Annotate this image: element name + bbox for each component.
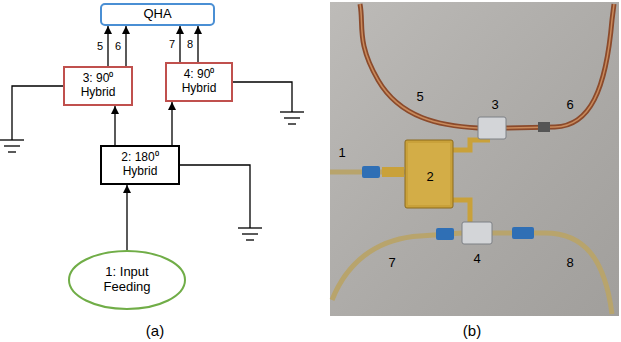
ground-wire xyxy=(180,165,250,228)
ground-symbol xyxy=(8,151,16,152)
ground-symbol xyxy=(238,227,262,228)
ground-wire xyxy=(233,82,292,112)
callout-number: 5 xyxy=(416,90,423,103)
port-number: 8 xyxy=(186,39,194,50)
cable xyxy=(360,4,478,128)
signal-arrow xyxy=(126,185,127,250)
callout-number: 6 xyxy=(566,98,573,111)
panel-caption: (b) xyxy=(463,323,481,338)
ground-wire xyxy=(12,86,63,140)
connector-sleeve xyxy=(436,228,454,240)
node-text: 2: 180⁰ Hybrid xyxy=(112,151,168,179)
ground-symbol xyxy=(280,111,304,112)
cable xyxy=(505,4,614,128)
antenna-box: QHA xyxy=(100,3,215,26)
hybrid-box: 3: 90⁰ Hybrid xyxy=(63,66,133,106)
ellipse-outline xyxy=(69,251,185,309)
node-text: 4: 90⁰ Hybrid xyxy=(175,68,223,96)
callout-number: 4 xyxy=(473,252,480,265)
ground-symbol xyxy=(4,145,20,146)
callout-number: 8 xyxy=(566,256,573,269)
cable xyxy=(492,233,612,314)
connector-sleeve xyxy=(362,166,380,178)
callout-number: 1 xyxy=(338,146,345,159)
signal-arrow xyxy=(171,102,172,145)
photo-shading xyxy=(330,2,619,316)
ground-symbol xyxy=(288,123,296,124)
hybrid-box: 4: 90⁰ Hybrid xyxy=(165,62,233,102)
panel-caption: (a) xyxy=(146,323,164,338)
signal-arrow xyxy=(107,26,108,66)
signal-arrow xyxy=(125,26,126,66)
connector-sleeve xyxy=(512,227,534,239)
signal-arrow xyxy=(179,26,180,62)
connector-sleeve xyxy=(538,122,550,132)
hybrid-180-block xyxy=(405,140,453,208)
callout-number: 2 xyxy=(426,170,433,183)
ground-symbol xyxy=(246,239,254,240)
cable xyxy=(332,233,462,300)
ground-wires xyxy=(0,82,304,240)
signal-arrow xyxy=(114,106,115,145)
rigid-link xyxy=(450,140,490,150)
callout-number: 7 xyxy=(388,256,395,269)
node-text: 3: 90⁰ Hybrid xyxy=(74,72,122,100)
photo-background xyxy=(330,2,619,316)
input-ellipse: 1: Input Feeding xyxy=(68,250,186,310)
callout-number: 3 xyxy=(491,98,498,111)
hybrid-90-box xyxy=(478,117,506,139)
block-face xyxy=(408,143,450,205)
hybrid-box: 2: 180⁰ Hybrid xyxy=(100,145,180,185)
signal-arrow xyxy=(197,26,198,62)
ground-symbol xyxy=(284,117,300,118)
ground-symbol xyxy=(0,139,24,140)
connector xyxy=(382,167,404,177)
hardware-photo xyxy=(330,2,619,316)
ground-symbol xyxy=(242,233,258,234)
cable-highlight xyxy=(505,4,614,128)
hybrid-90-box xyxy=(462,222,492,244)
port-number: 7 xyxy=(168,39,176,50)
port-number: 5 xyxy=(96,41,104,52)
node-text: 1: Input Feeding xyxy=(95,265,159,295)
node-text: QHA xyxy=(143,7,171,22)
cable-highlight xyxy=(360,4,478,128)
port-number: 6 xyxy=(114,41,122,52)
